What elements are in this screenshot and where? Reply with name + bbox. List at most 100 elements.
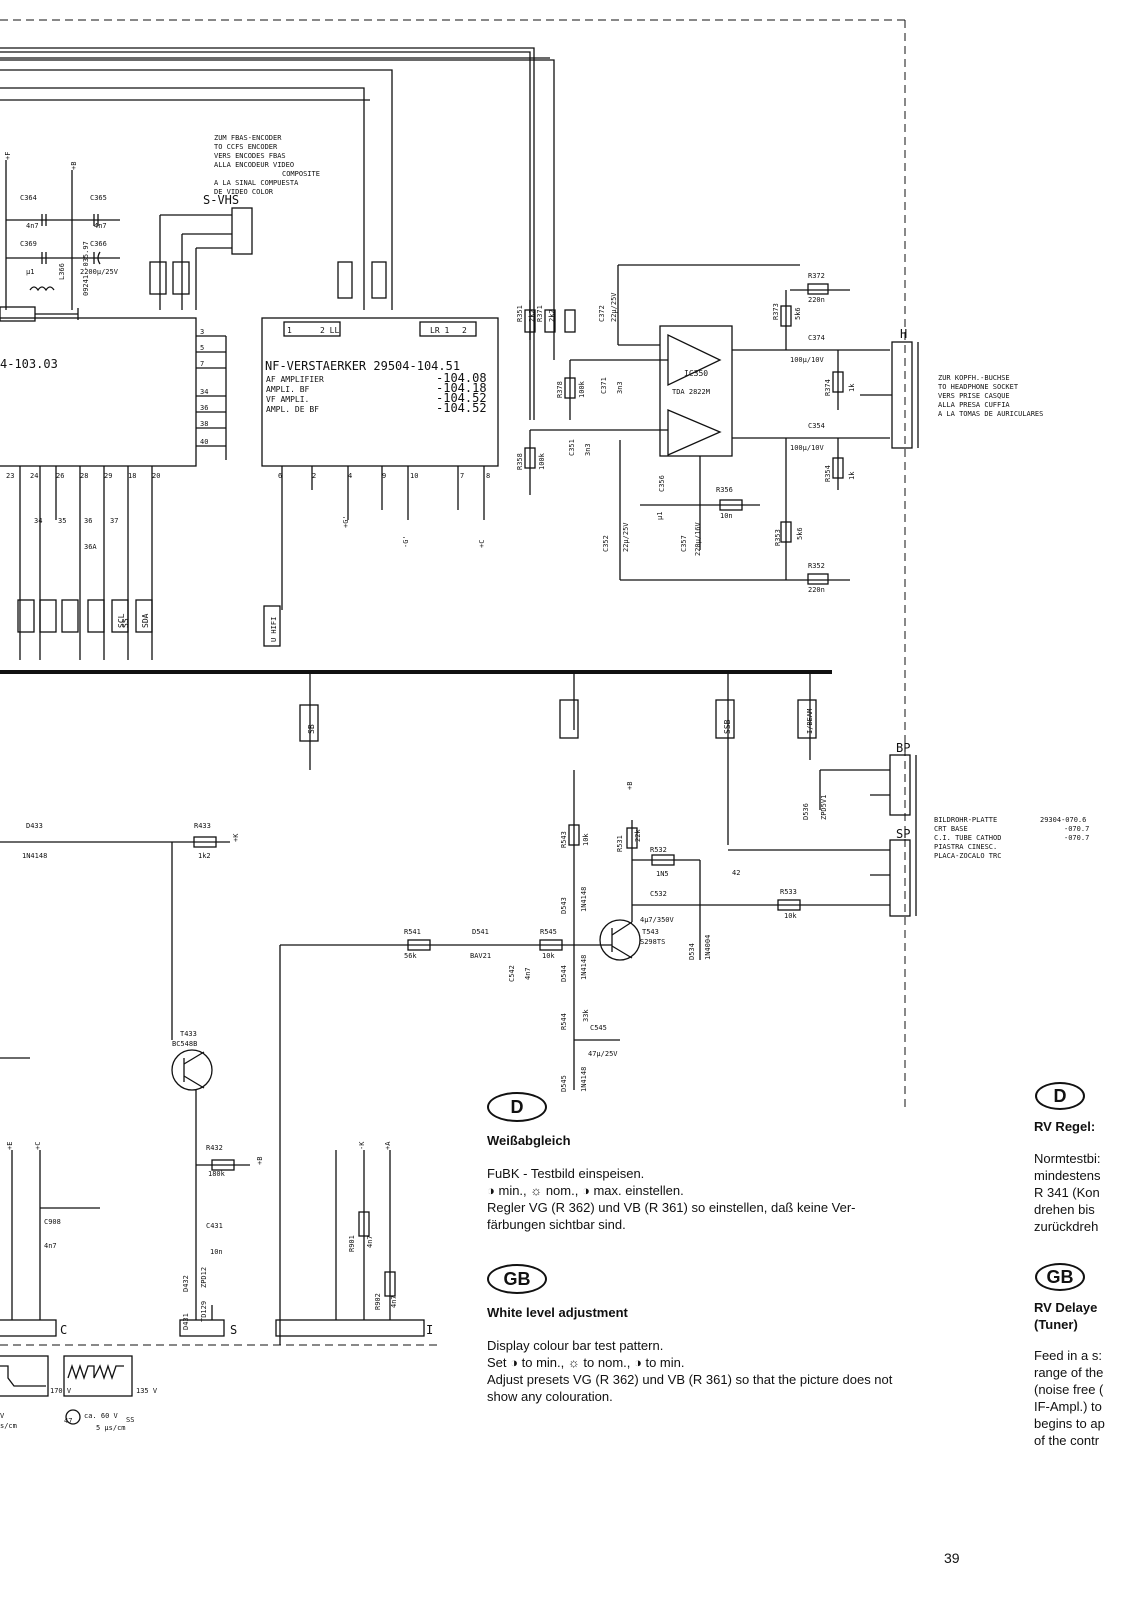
label-t543: T543	[642, 928, 659, 936]
value-c431: 10n	[210, 1248, 223, 1256]
nf-pin-label: 1	[287, 326, 292, 335]
left-pin-bottom: 18	[128, 472, 136, 480]
value-d534: 1N4004	[704, 935, 712, 960]
left-pin-right: 38	[200, 420, 208, 428]
right-de-line-1: mindestens	[1034, 1168, 1101, 1183]
value-r356: 10n	[720, 512, 733, 520]
circled-ref-47: 47	[64, 1417, 72, 1425]
brightness-icon: ☼	[530, 1183, 543, 1198]
right-de-badge: D	[1035, 1082, 1085, 1110]
label-r353: R353	[774, 529, 782, 546]
value-t433: BC548B	[172, 1040, 197, 1048]
contrast-icon: ◑	[510, 1355, 518, 1370]
label-t433: T433	[180, 1030, 197, 1038]
de-line-2b: nom.,	[545, 1183, 582, 1198]
gb-line-2a: Set	[487, 1355, 511, 1370]
encoder-note-line: TO CCFS ENCODER	[214, 143, 278, 151]
value-r354: 1k	[848, 471, 856, 480]
label-r372: R372	[808, 272, 825, 280]
value-c369: μ1	[26, 268, 34, 276]
right-gb-line-0: Feed in a s:	[1034, 1348, 1102, 1363]
crt-note-line: CRT BASE	[934, 825, 968, 833]
scope-level-1: 135 V	[136, 1387, 158, 1395]
left-pin-bottom: 26	[56, 472, 64, 480]
label-c366: C366	[90, 240, 107, 248]
value-r533: 10k	[784, 912, 797, 920]
nf-pin-bottom: 8	[486, 472, 490, 480]
value-c532: 4μ7/350V	[640, 916, 675, 924]
left-pin-right: 34	[200, 388, 208, 396]
saturation-icon: ◑	[633, 1355, 642, 1370]
nf-pin-bottom: 2	[312, 472, 316, 480]
label-r433: R433	[194, 822, 211, 830]
value-r544: 33k	[582, 1009, 590, 1022]
value-c371: 3n3	[616, 381, 624, 394]
nf-block-line-name: AMPL. DE BF	[266, 405, 319, 414]
value-r901: 4n7	[366, 1235, 374, 1248]
supply-label: +C	[478, 540, 486, 548]
supply-label: +B	[256, 1157, 264, 1165]
nf-pin-bottom: 6	[278, 472, 282, 480]
right-gb-line-5: of the contr	[1034, 1433, 1100, 1448]
right-gb-line-4: begins to ap	[1034, 1416, 1105, 1431]
nf-block-line-name: AF AMPLIFIER	[266, 375, 324, 384]
nf-pin-bottom: 7	[460, 472, 464, 480]
label-r901: R901	[348, 1235, 356, 1252]
circled-ref-36: 36	[84, 517, 92, 525]
bp-sp-connectors	[700, 754, 917, 917]
gb-line-2c: to nom.,	[583, 1355, 634, 1370]
right-gb-line-3: IF-Ampl.) to	[1034, 1399, 1102, 1414]
label-r378: R378	[556, 381, 564, 398]
label-d431: D431	[182, 1313, 190, 1330]
value-d536: ZPD5V1	[820, 795, 828, 820]
brightness-icon: ☼	[567, 1355, 580, 1370]
gb-line-1: Display colour bar test pattern.	[487, 1338, 664, 1353]
value-r372: 220n	[808, 296, 825, 304]
crt-code: -070.7	[1064, 834, 1089, 842]
supply-label: +F	[4, 152, 12, 160]
de-badge: D	[487, 1092, 547, 1122]
nf-block-line-code: -104.08	[436, 371, 487, 385]
nf-pin-bottom: 9	[382, 472, 386, 480]
value-c908: 4n7	[44, 1242, 57, 1250]
label-r432: R432	[206, 1144, 223, 1152]
connector-i-label: I	[426, 1323, 433, 1337]
label-c352: C352	[602, 535, 610, 552]
label-d541: D541	[472, 928, 489, 936]
label-r545: R545	[540, 928, 557, 936]
supply-label: +B	[70, 162, 78, 170]
scope-ref-47-circle	[65, 1409, 81, 1425]
value-l366: 09241 -035.97	[82, 241, 90, 296]
crt-note-line: C.I. TUBE CATHOD	[934, 834, 1001, 842]
de-line-3: Regler VG (R 362) und VB (R 361) so eins…	[487, 1200, 856, 1215]
scope-label-1: ca. 60 V	[84, 1412, 119, 1420]
bottom-connectors	[0, 1150, 425, 1337]
supply-label: -G'	[402, 535, 410, 548]
bus-label-ibeam: I/BEAM	[806, 709, 814, 734]
value-r378: 100k	[578, 380, 586, 398]
right-gb-line-2: (noise free (	[1034, 1382, 1104, 1397]
left-pin-right: 5	[200, 344, 204, 352]
nf-block-line-code: -104.52	[436, 401, 487, 415]
label-c431: C431	[206, 1222, 223, 1230]
supply-label: +G'	[342, 515, 350, 528]
gb-heading: White level adjustment	[487, 1305, 628, 1320]
right-de-line-3: drehen bis	[1034, 1202, 1095, 1217]
label-c532: C532	[650, 890, 667, 898]
value-c545: 47μ/25V	[588, 1050, 618, 1058]
connector-s-label: S	[230, 1323, 237, 1337]
label-r351: R351	[516, 305, 524, 322]
nf-pin-label: 2	[462, 326, 467, 335]
connector-bp-label: BP	[896, 741, 910, 755]
headphone-note-line: A LA TOMAS DE AURICULARES	[938, 410, 1043, 418]
bus-label-sda: SDA	[141, 613, 150, 628]
value-c356: μ1	[656, 512, 664, 520]
scope-unit-0: s/cm	[0, 1422, 17, 1430]
label-c374: C374	[808, 334, 825, 342]
value-d431: TD129	[200, 1301, 208, 1322]
value-c542: 4n7	[524, 967, 532, 980]
connector-sp-label: SP	[896, 827, 910, 841]
label-r544: R544	[560, 1013, 568, 1030]
gb-line-2: Set ◑ to min., ☼ to nom., ◑ to min.	[487, 1354, 684, 1371]
